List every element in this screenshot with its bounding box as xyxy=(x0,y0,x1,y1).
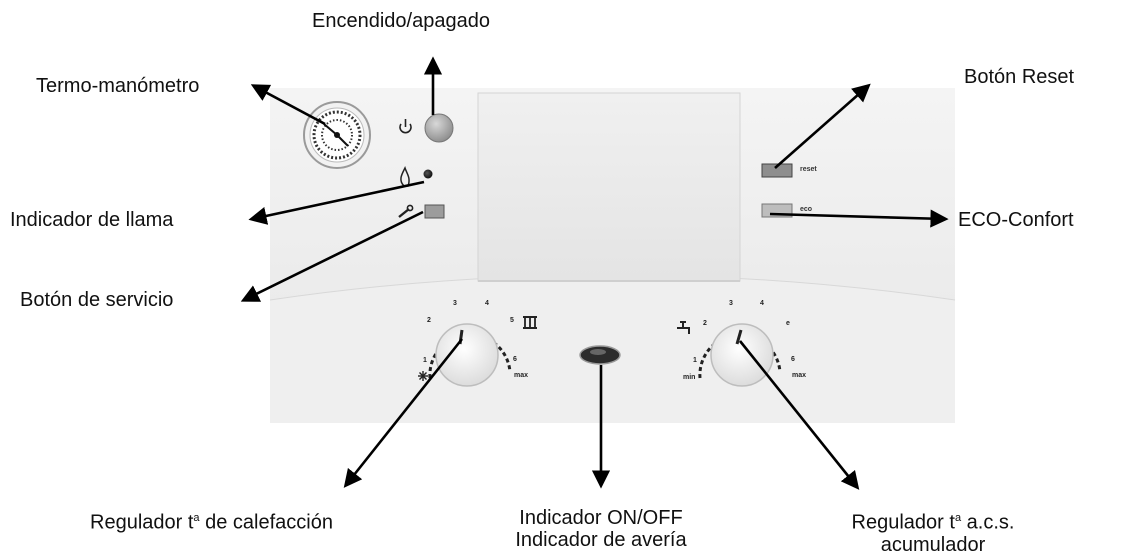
dhw-tick-6: 6 xyxy=(791,356,795,363)
label-dhw-regulator-line2: acumulador xyxy=(880,533,986,556)
leader-arrows xyxy=(240,56,949,490)
arrow-flame xyxy=(248,180,425,225)
label-dhw-regulator-suffix: a.c.s. xyxy=(961,511,1015,534)
label-reset: Botón Reset xyxy=(964,66,1075,88)
dhw-dial xyxy=(698,323,782,387)
flame-led-shape xyxy=(423,169,433,179)
heating-tick-2: 2 xyxy=(427,317,431,324)
label-heating-regulator: Regulador ta de calefacción xyxy=(90,507,333,534)
status-indicator-shape xyxy=(579,345,621,365)
label-dhw-regulator-superscript: a xyxy=(954,512,962,524)
reset-button-text: reset xyxy=(800,166,817,173)
heating-dial xyxy=(428,323,512,387)
label-status-indicator-line1: Indicador ON/OFF xyxy=(519,507,683,529)
label-power: Encendido/apagado xyxy=(312,10,490,32)
tap-icon xyxy=(677,321,690,334)
flame-icon xyxy=(400,166,410,187)
thermo-manometer-gauge xyxy=(303,101,371,169)
heating-tick-5: 5 xyxy=(510,317,514,324)
label-status-indicator: Indicador ON/OFF Indicador de avería xyxy=(506,507,696,551)
dhw-tick-e: e xyxy=(786,320,790,327)
heating-tick-4: 4 xyxy=(485,300,489,307)
power-icon xyxy=(399,119,412,134)
radiator-icon xyxy=(523,316,537,329)
label-heating-regulator-suffix: de calefacción xyxy=(199,511,333,534)
label-status-indicator-line2: Indicador de avería xyxy=(515,529,687,551)
dhw-tick-min: min xyxy=(683,374,696,381)
label-eco: ECO-Confort xyxy=(958,209,1074,231)
arrow-service xyxy=(240,210,424,302)
heating-tick-3: 3 xyxy=(453,300,457,307)
heating-tick-max: max xyxy=(514,372,529,379)
dhw-tick-4: 4 xyxy=(760,300,764,307)
arrow-gauge xyxy=(250,84,326,126)
heating-tick-6: 6 xyxy=(513,356,517,363)
arrow-dhw-regulator xyxy=(738,340,860,490)
arrow-reset xyxy=(774,83,871,169)
dhw-tick-max: max xyxy=(792,372,807,379)
dhw-tick-2: 2 xyxy=(703,320,707,327)
dhw-tick-1: 1 xyxy=(693,357,697,364)
label-heating-regulator-text: Regulador t xyxy=(90,511,194,534)
label-dhw-regulator-text: Regulador t xyxy=(851,511,955,534)
label-gauge: Termo-manómetro xyxy=(36,75,200,97)
label-service: Botón de servicio xyxy=(20,289,174,311)
label-heating-regulator-superscript: a xyxy=(193,512,200,524)
eco-button-text: eco xyxy=(800,206,813,213)
reset-button-shape xyxy=(761,163,793,178)
wrench-icon xyxy=(398,204,414,218)
front-door xyxy=(477,92,741,282)
dhw-tick-3: 3 xyxy=(729,300,733,307)
label-flame: Indicador de llama xyxy=(10,209,174,231)
power-button-shape xyxy=(424,113,454,143)
label-dhw-regulator-line1: Regulador ta a.c.s. xyxy=(848,507,1018,534)
snowflake-icon xyxy=(418,371,428,381)
heating-tick-1: 1 xyxy=(423,357,427,364)
arrow-eco xyxy=(769,209,949,228)
arrow-heating-regulator xyxy=(343,338,464,488)
label-dhw-regulator: Regulador ta a.c.s. acumulador xyxy=(848,507,1018,556)
service-button-shape xyxy=(424,204,445,219)
